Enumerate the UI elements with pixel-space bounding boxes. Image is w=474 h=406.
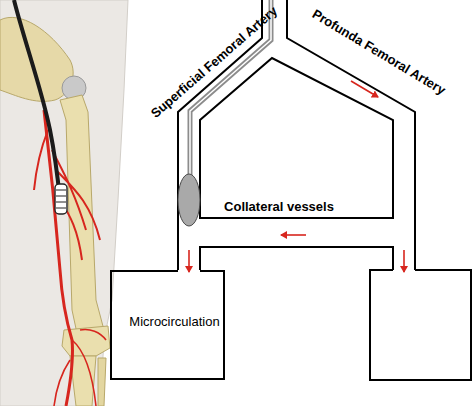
node-text: Microcirculation [129,314,219,329]
vessel-name: Profunda Femoral Artery [310,6,449,97]
vessel-name: Collateral vessels [224,199,334,214]
leg-illustration [0,0,128,406]
flow-arrows [189,81,404,272]
circulation-box: Microcirculation [110,270,225,380]
box-border [111,271,224,379]
vessel-name: Superficial Femoral Artery [148,3,280,121]
text-area: Microcirculation [110,270,225,380]
